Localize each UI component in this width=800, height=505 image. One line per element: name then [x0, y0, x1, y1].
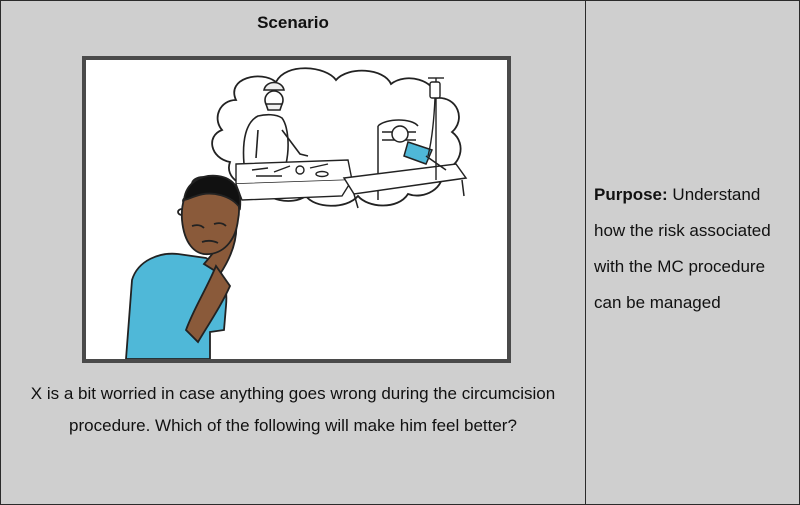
- illustration-svg: [125, 67, 468, 359]
- surgeon-icon: [242, 81, 309, 165]
- scenario-illustration: [82, 56, 511, 363]
- iv-drip-icon: [427, 77, 444, 180]
- scenario-title: Scenario: [257, 13, 329, 32]
- purpose-column: Purpose: Understand how the risk associa…: [586, 1, 799, 504]
- worried-boy-icon: [125, 174, 242, 359]
- scenario-column: Scenario: [1, 1, 586, 504]
- surgical-tools-icon: [235, 159, 353, 201]
- purpose-text: Understand how the risk associated with …: [594, 185, 771, 312]
- purpose-statement: Purpose: Understand how the risk associa…: [594, 177, 794, 321]
- purpose-label: Purpose:: [594, 185, 668, 204]
- scenario-question: X is a bit worried in case anything goes…: [30, 384, 556, 435]
